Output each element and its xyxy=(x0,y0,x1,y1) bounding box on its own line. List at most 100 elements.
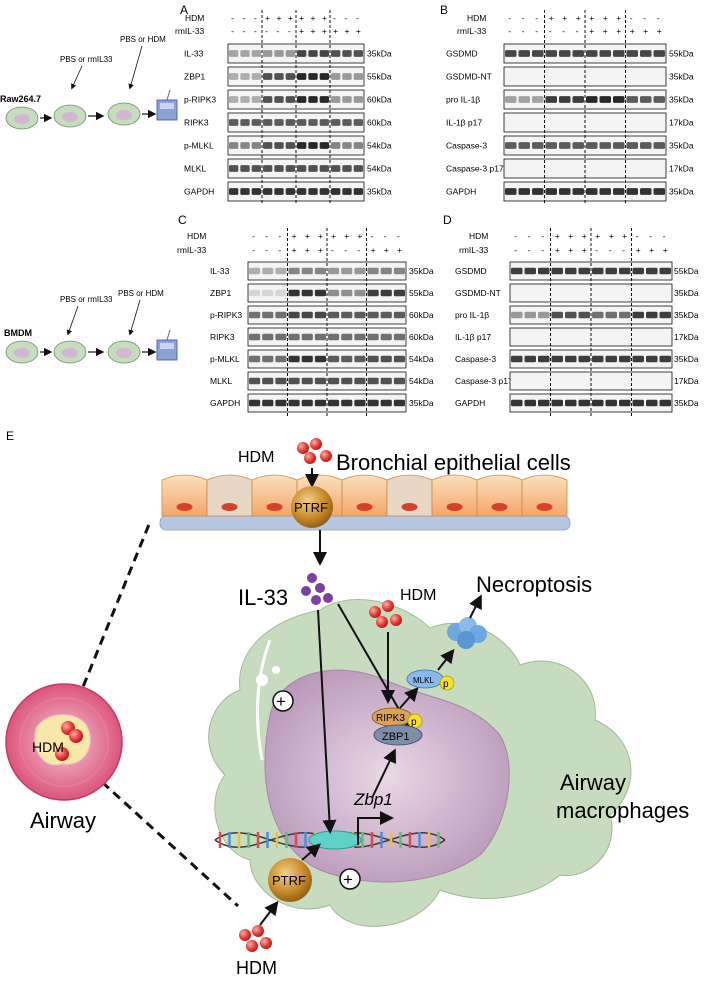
blot-band xyxy=(353,73,363,80)
treatment-sign: + xyxy=(292,245,297,255)
blot-band xyxy=(263,50,273,57)
cell-nucleus xyxy=(536,503,553,511)
ptrf-protein-top xyxy=(291,486,333,528)
ptrf-protein-bottom xyxy=(268,858,312,902)
treatment-sign: + xyxy=(663,245,668,255)
blot-band xyxy=(640,188,652,195)
blot-band xyxy=(353,165,363,172)
blot-band xyxy=(505,96,517,103)
treatment-sign: - xyxy=(514,231,517,241)
cell-nucleus xyxy=(401,503,418,511)
treatment-sign: - xyxy=(522,13,525,23)
airway-label: Airway xyxy=(30,808,96,833)
blot-band xyxy=(288,289,300,297)
cell-nucleus xyxy=(266,503,283,511)
blot-band xyxy=(314,333,326,341)
blot-band xyxy=(229,50,239,57)
treatment-sign: - xyxy=(576,26,579,36)
blot-band xyxy=(319,96,329,103)
blot-band xyxy=(393,289,405,297)
blot-band xyxy=(331,142,341,149)
treatment-sign: - xyxy=(514,245,517,255)
blot-band xyxy=(342,165,352,172)
treatment-sign: + xyxy=(616,26,621,36)
blot-band xyxy=(331,119,341,126)
treatment-label-hdm: HDM xyxy=(469,231,488,241)
blot-band xyxy=(319,188,329,195)
blot-band xyxy=(393,267,405,275)
blot-band xyxy=(354,289,366,297)
hdm-cluster-mid xyxy=(369,600,402,628)
blot-band xyxy=(301,289,313,297)
blot-band xyxy=(229,119,239,126)
cell-nucleus xyxy=(446,503,463,511)
macrophage-icon xyxy=(5,340,39,364)
treatment-sign: + xyxy=(331,231,336,241)
blot-band xyxy=(613,142,625,149)
treatment-sign: - xyxy=(657,13,660,23)
blot-kda-label: 35kDa xyxy=(669,95,694,105)
step2-label-bmdm: PBS or HDM xyxy=(118,289,164,298)
blot-band xyxy=(249,355,261,363)
treatment-sign: + xyxy=(616,13,621,23)
schematic-bmdm: BMDM PBS or rmIL33 PBS or HDM xyxy=(4,289,178,364)
treatment-sign: + xyxy=(555,245,560,255)
blot-band xyxy=(249,377,261,385)
blot-band xyxy=(274,50,284,57)
blot-band xyxy=(229,73,239,80)
blot-band xyxy=(551,267,563,275)
treatment-sign: - xyxy=(549,26,552,36)
treatment-sign: - xyxy=(357,245,360,255)
blot-band xyxy=(393,333,405,341)
blot-band xyxy=(328,399,340,407)
plus-circle-icon xyxy=(272,690,294,712)
blot-band xyxy=(262,333,274,341)
blot-band xyxy=(308,165,318,172)
blot-band xyxy=(229,96,239,103)
blot-band xyxy=(565,399,577,407)
blot-band xyxy=(297,142,307,149)
treatment-sign: - xyxy=(278,245,281,255)
blot-band xyxy=(640,96,652,103)
blot-band xyxy=(331,188,341,195)
blot-band xyxy=(538,311,550,319)
epithelial-cell xyxy=(521,474,568,517)
treatment-sign: - xyxy=(265,245,268,255)
bronchial-epithelial-label: Bronchial epithelial cells xyxy=(336,450,571,475)
blot-protein-label: p-MLKL xyxy=(210,354,240,364)
ripk3-label: RIPK3 xyxy=(376,713,405,724)
blot-band xyxy=(380,267,392,275)
treatment-sign: + xyxy=(549,13,554,23)
blot-band xyxy=(592,399,604,407)
treatment-sign: + xyxy=(311,13,316,23)
blot-band xyxy=(263,142,273,149)
blot-band xyxy=(572,50,584,57)
blot-band xyxy=(367,333,379,341)
blot-band xyxy=(328,267,340,275)
blot-band xyxy=(559,188,571,195)
blot-band xyxy=(619,355,631,363)
blot-band xyxy=(275,333,287,341)
blot-band xyxy=(341,355,353,363)
blot-protein-label: p-MLKL xyxy=(184,141,214,151)
treatment-sign: + xyxy=(576,13,581,23)
treatment-label-il33: rmIL-33 xyxy=(459,245,489,255)
blot-band xyxy=(288,311,300,319)
blot-band xyxy=(342,142,352,149)
blot-protein-label: GSDMD-NT xyxy=(455,288,501,298)
blot-band xyxy=(285,96,295,103)
blot-band xyxy=(393,311,405,319)
blot-band xyxy=(341,333,353,341)
blot-band xyxy=(646,311,658,319)
blot-band xyxy=(314,289,326,297)
treatment-sign: - xyxy=(344,245,347,255)
blot-band xyxy=(297,119,307,126)
blot-band xyxy=(288,377,300,385)
blot-band xyxy=(314,267,326,275)
blot-band xyxy=(599,142,611,149)
treatment-sign: - xyxy=(331,245,334,255)
blot-band xyxy=(301,333,313,341)
blot-band xyxy=(341,399,353,407)
blot-band xyxy=(288,333,300,341)
treatment-sign: + xyxy=(568,245,573,255)
